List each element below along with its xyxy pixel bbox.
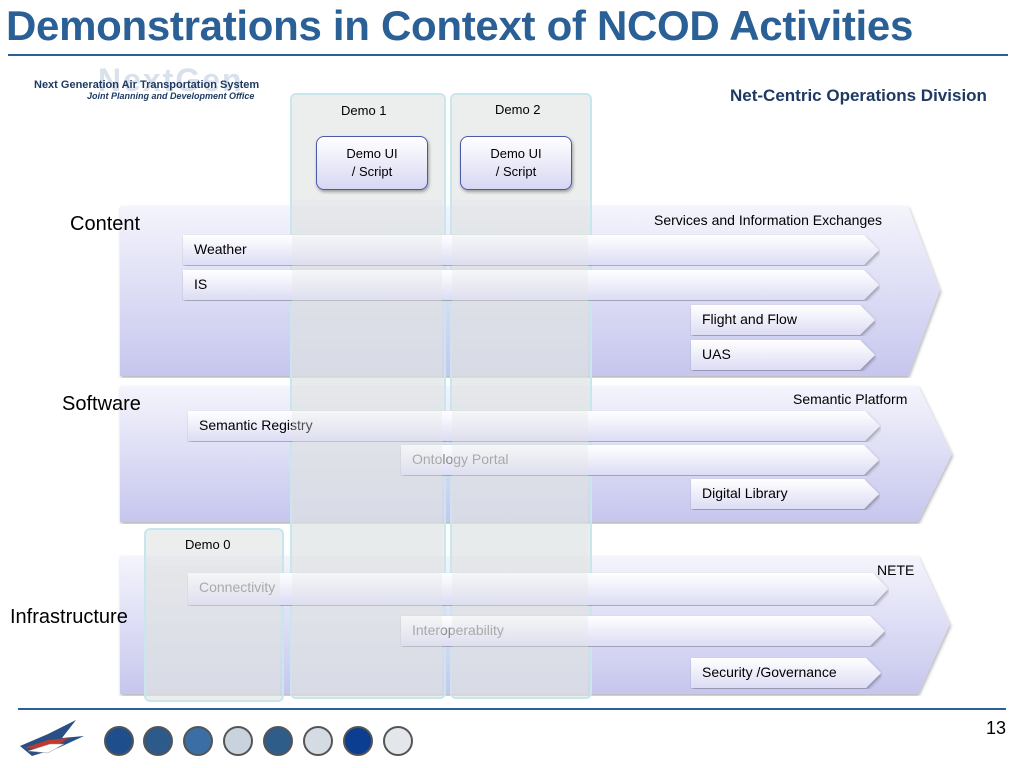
demo0-column: [144, 528, 284, 702]
bar-label: Security /Governance: [702, 664, 837, 680]
bar-label: Connectivity: [199, 579, 276, 595]
infrastructure-heading: NETE: [877, 562, 915, 578]
bar-interoperability: Interoperability: [400, 615, 886, 646]
bar-connectivity: Connectivity: [187, 572, 889, 605]
bar-weather: Weather: [182, 234, 880, 265]
row-label-infrastructure: Infrastructure: [10, 606, 128, 628]
bar-label: IS: [194, 276, 208, 292]
row-label-content: Content: [70, 213, 141, 235]
bar-label: Weather: [194, 241, 247, 257]
demo-box-line1: Demo UI: [490, 146, 542, 161]
dhs-seal-icon: [263, 726, 293, 756]
bar-is: IS: [182, 269, 880, 300]
bar-label: Ontology Portal: [412, 451, 509, 467]
nasa-seal-icon: [343, 726, 373, 756]
page-title: Demonstrations in Context of NCOD Activi…: [6, 2, 914, 49]
ngats-logo-title: Next Generation Air Transportation Syste…: [34, 79, 260, 91]
page-number: 13: [986, 718, 1007, 738]
row-label-software: Software: [62, 393, 141, 415]
division-logo-text: Net-Centric Operations Division: [730, 86, 987, 105]
demo-box-line2: / Script: [495, 164, 537, 179]
title-divider: [8, 54, 1008, 56]
demo1-ui-script-box: Demo UI / Script: [316, 136, 428, 190]
bar-security-governance: Security /Governance: [690, 657, 882, 688]
bar-label: Interoperability: [412, 622, 504, 638]
demo0-label: Demo 0: [185, 537, 231, 552]
bar-label: UAS: [702, 346, 731, 362]
dod-seal-icon: [183, 726, 213, 756]
commerce-seal-icon: [143, 726, 173, 756]
bar-label: Flight and Flow: [702, 311, 797, 327]
bar-flight-and-flow: Flight and Flow: [690, 304, 876, 335]
content-heading: Services and Information Exchanges: [654, 212, 883, 228]
usaf-seal-icon: [303, 726, 333, 756]
demo-box-line1: Demo UI: [346, 146, 398, 161]
bar-ontology-portal: Ontology Portal: [400, 444, 880, 475]
bar-digital-library: Digital Library: [690, 478, 880, 509]
dot-seal-icon: [104, 726, 134, 756]
demo2-ui-script-box: Demo UI / Script: [460, 136, 572, 190]
footer-divider: [18, 708, 1006, 710]
dni-seal-icon: [383, 726, 413, 756]
software-heading: Semantic Platform: [793, 391, 908, 407]
demo1-label: Demo 1: [341, 103, 387, 118]
demo-box-line2: / Script: [351, 164, 393, 179]
bar-uas: UAS: [690, 339, 876, 370]
ngats-logo-subtitle: Joint Planning and Development Office: [87, 91, 255, 101]
eagle-logo: [18, 716, 90, 760]
nextgen-watermark-logo: NextGen: [98, 62, 244, 98]
bar-semantic-registry: Semantic Registry: [187, 410, 881, 441]
bar-label: Digital Library: [702, 485, 788, 501]
bar-label: Semantic Registry: [199, 417, 313, 433]
faa-seal-icon: [223, 726, 253, 756]
demo2-label: Demo 2: [495, 102, 541, 117]
